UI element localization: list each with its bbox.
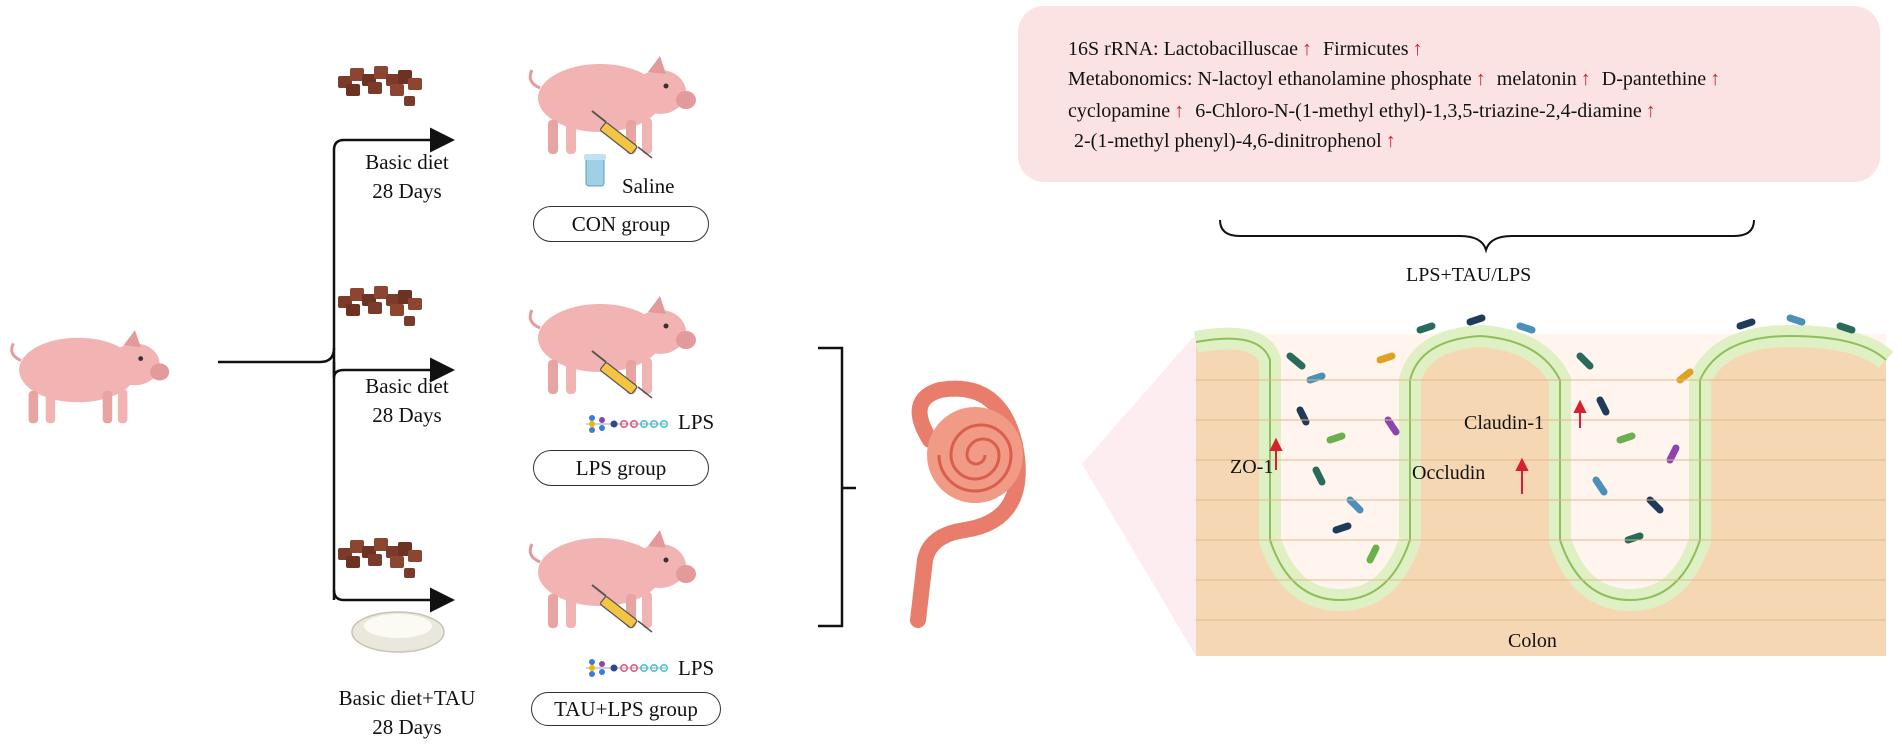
taurine-powder-icon [351,611,445,653]
metab-line-2: cyclopamine↑ 6-Chloro-N-(1-methyl ethyl)… [1068,100,1662,123]
rrna-item: Firmicutes [1322,38,1409,60]
starting-pig-icon [10,328,171,425]
zo1-label: ZO-1 [1230,456,1274,478]
claudin-label: Claudin-1 [1464,412,1544,434]
diet-text: Basic diet [365,150,449,174]
lps-molecule-icon [585,658,669,678]
results-box [1018,6,1880,182]
occludin-label: Occludin [1412,462,1486,484]
diet-text: Basic diet+TAU [338,686,476,710]
feed-pellets-icon [338,286,422,326]
metabolite-item: N-lactoyl ethanolamine phosphate [1197,68,1472,90]
duration-text: 28 Days [372,715,442,739]
lps-molecule-icon [585,414,669,434]
diet-label-lps: Basic diet 28 Days [322,372,492,430]
zoom-cone [1082,334,1196,656]
saline-vial-icon [584,154,606,187]
up-arrow-icon: ↑ [1580,68,1591,90]
duration-text: 28 Days [372,179,442,203]
metab-line-3: 2-(1-methyl phenyl)-4,6-dinitrophenol↑ [1074,130,1402,153]
rrna-item: Lactobacilluscae [1163,38,1298,60]
treatment-label: LPS [678,410,715,434]
rrna-label: 16S rRNA: [1068,38,1159,60]
colon-tissue-section [1193,314,1894,656]
up-arrow-icon: ↑ [1710,68,1721,90]
metabolite-item: 2-(1-methyl phenyl)-4,6-dinitrophenol [1074,130,1382,152]
up-arrow-icon: ↑ [1174,100,1185,122]
feed-pellets-icon [338,66,422,106]
results-brace [1219,219,1755,254]
up-arrow-icon [1269,399,1587,494]
up-arrow-icon: ↑ [1412,38,1423,60]
colon-organ-icon [910,380,1026,628]
treatment-label: Saline [622,174,675,198]
diet-text: Basic diet [365,374,449,398]
group-label-con: CON group [533,206,709,242]
up-arrow-icon: ↑ [1385,130,1396,152]
group-label-lps: LPS group [533,450,709,486]
rrna-line: 16S rRNA: Lactobacilluscae↑ Firmicutes↑ [1068,38,1429,61]
up-arrow-icon: ↑ [1301,38,1312,60]
up-arrow-icon: ↑ [1475,68,1486,90]
group-label-tau-lps: TAU+LPS group [531,692,721,726]
metabolite-item: melatonin [1496,68,1577,90]
branch-arrows [218,127,455,613]
duration-text: 28 Days [372,403,442,427]
metabolite-item: 6-Chloro-N-(1-methyl ethyl)-1,3,5-triazi… [1195,100,1642,122]
up-arrow-icon: ↑ [1645,100,1656,122]
groups-bracket [818,346,856,628]
diet-label-tau-lps: Basic diet+TAU 28 Days [312,684,502,742]
comparison-label: LPS+TAU/LPS [1406,264,1532,286]
diet-label-con: Basic diet 28 Days [322,148,492,206]
metab-line-1: Metabonomics: N-lactoyl ethanolamine pho… [1068,68,1726,91]
treatment-label: LPS [678,656,715,680]
metabolite-item: cyclopamine [1068,100,1171,122]
metab-label: Metabonomics: [1068,68,1193,90]
metabolite-item: D-pantethine [1601,68,1707,90]
feed-pellets-icon [338,538,422,578]
colon-label: Colon [1508,630,1557,652]
